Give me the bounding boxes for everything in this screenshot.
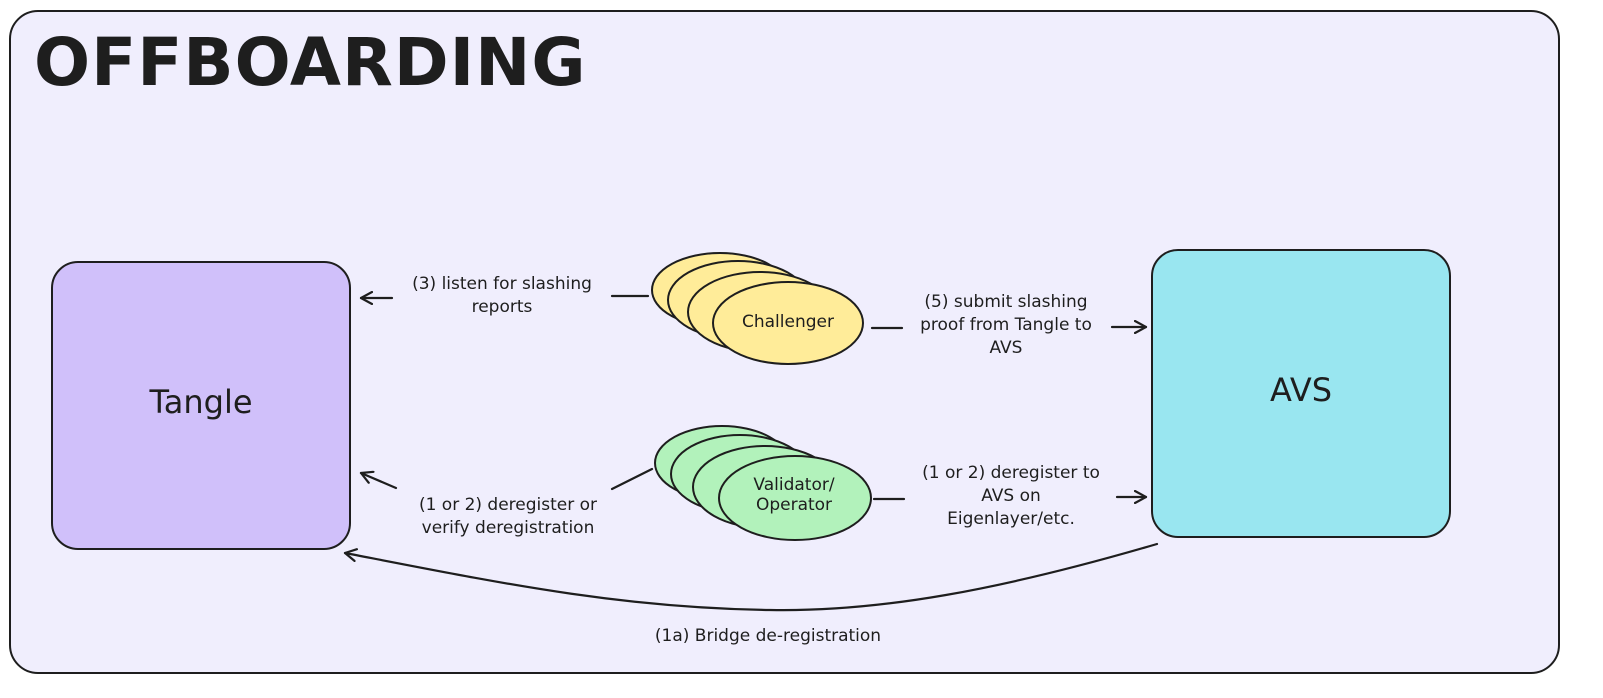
deregister-tangle-arrow-tail <box>610 467 654 491</box>
challenger-stack <box>651 252 864 365</box>
deregister-tangle-label: (1 or 2) deregister or verify deregistra… <box>418 495 598 538</box>
deregister-avs-label: (1 or 2) deregister to AVS on Eigenlayer… <box>922 463 1100 529</box>
bridge-label: (1a) Bridge de-registration <box>630 602 906 648</box>
deregister-tangle-arrow-head <box>359 473 398 490</box>
validator-ellipse-4 <box>718 455 872 541</box>
avs-label: AVS <box>1269 371 1333 409</box>
validator-stack <box>654 425 872 541</box>
submit-slashing-label: (5) submit slashing proof from Tangle to… <box>920 292 1092 358</box>
tangle-box <box>51 261 351 550</box>
challenger-label: Challenger <box>742 312 834 332</box>
validator-label: Validator/ Operator <box>753 475 835 515</box>
challenger-ellipse-4 <box>712 281 864 365</box>
page-title: OFFBOARDING <box>34 24 587 101</box>
bridge-label-text: (1a) Bridge de-registration <box>650 625 886 646</box>
bridge-arrow <box>343 542 1159 612</box>
avs-box <box>1151 249 1451 538</box>
tangle-label: Tangle <box>149 383 253 421</box>
listen-slashing-label: (3) listen for slashing reports <box>412 274 592 317</box>
